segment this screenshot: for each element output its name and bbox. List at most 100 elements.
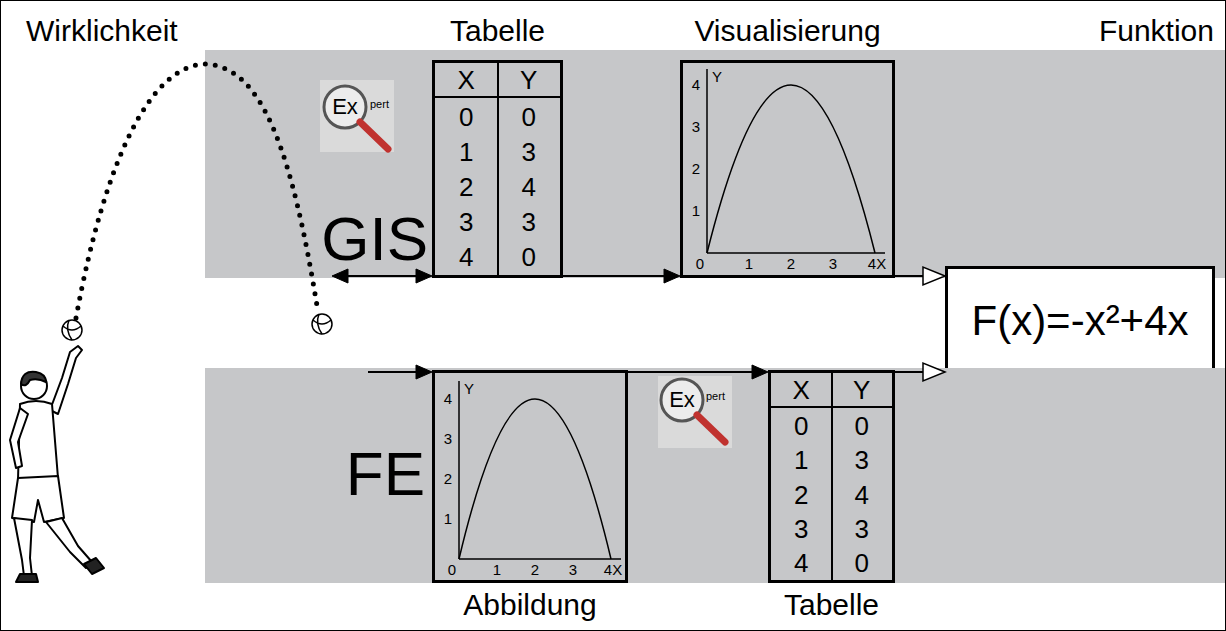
table-cell-holder: 3 xyxy=(855,446,869,475)
tick-label: 4 xyxy=(444,390,452,407)
table-cell: 4 xyxy=(855,479,869,509)
table-cell: X xyxy=(793,375,810,405)
tick-label-holder: 2 xyxy=(787,256,795,273)
chart-heading-holder: Abbildung xyxy=(463,588,596,621)
tick-label: 4 xyxy=(692,76,700,93)
parabola-curve xyxy=(707,85,875,253)
value-table: XY0013243340Tabelle xyxy=(768,370,895,583)
volleyball xyxy=(312,314,332,334)
icon-text: Ex xyxy=(332,94,358,119)
tick-label: 3 xyxy=(444,430,452,447)
table-heading-holder: Tabelle xyxy=(450,14,545,47)
tick-label-holder: 2 xyxy=(531,562,539,579)
column-heading: Wirklichkeit xyxy=(26,14,178,47)
table-cell-holder: 3 xyxy=(522,208,536,237)
table-cell-holder: Y xyxy=(853,376,870,405)
icon-text: pert xyxy=(370,98,389,110)
tick-label: 2 xyxy=(531,561,539,578)
tick-label: 3 xyxy=(829,255,837,272)
table-cell: 2 xyxy=(794,479,808,509)
table-cell-holder: 1 xyxy=(459,138,473,167)
table-cell-holder: 0 xyxy=(522,102,536,131)
table-cell: 1 xyxy=(459,137,473,167)
table-cell-holder: 3 xyxy=(522,138,536,167)
tick-label: 4X xyxy=(604,561,622,578)
table-cell: 3 xyxy=(459,207,473,237)
tick-label-holder: 1 xyxy=(745,256,753,273)
chart-heading: Abbildung xyxy=(463,588,596,621)
tick-label-holder: 2 xyxy=(692,161,700,178)
tick-label: 3 xyxy=(569,561,577,578)
tick-label: 1 xyxy=(493,561,501,578)
tick-label-holder: 3 xyxy=(692,119,700,136)
table-cell: 0 xyxy=(855,411,869,441)
tick-label: 1 xyxy=(444,510,452,527)
table-cell: 0 xyxy=(855,548,869,578)
table-cell: 0 xyxy=(522,101,536,131)
tick-label: Y xyxy=(464,380,474,397)
function-formula: F(x)=-x²+4x xyxy=(971,297,1188,344)
table-heading: Tabelle xyxy=(784,588,879,621)
table-cell: 3 xyxy=(522,207,536,237)
volleyball xyxy=(62,320,82,340)
table-cell-holder: X xyxy=(793,376,810,405)
table-cell-holder: 0 xyxy=(459,102,473,131)
tick-label-holder: 2 xyxy=(444,471,452,488)
table-cell-holder: 4 xyxy=(855,480,869,509)
tick-label: 3 xyxy=(692,118,700,135)
icon-text-holder: Ex xyxy=(332,95,358,119)
tick-label-holder: 4X xyxy=(604,562,622,579)
tick-label: 4X xyxy=(868,255,886,272)
tick-label-holder: 0 xyxy=(696,256,704,273)
icon-text: pert xyxy=(706,390,725,402)
table-heading-holder: Tabelle xyxy=(784,588,879,621)
x-axis xyxy=(459,558,621,560)
table-cell: 4 xyxy=(794,548,808,578)
table-heading: Tabelle xyxy=(450,14,545,47)
tick-label-holder: 4 xyxy=(692,77,700,94)
table-cell-holder: 2 xyxy=(794,480,808,509)
table-cell-holder: 1 xyxy=(794,446,808,475)
x-axis xyxy=(707,252,885,254)
table-cell-holder: X xyxy=(458,66,475,95)
table-cell: 4 xyxy=(459,242,473,272)
table-cell-holder: 0 xyxy=(522,243,536,272)
table-cell-holder: 4 xyxy=(522,173,536,202)
tick-label: 2 xyxy=(692,160,700,177)
table-cell-holder: 3 xyxy=(459,208,473,237)
chart-plot xyxy=(435,373,625,580)
band-label: FE xyxy=(346,439,425,508)
table-rule xyxy=(831,373,833,580)
y-axis xyxy=(458,381,460,559)
table-cell: 3 xyxy=(855,513,869,543)
table-cell: X xyxy=(458,65,475,95)
volleyball-player xyxy=(10,346,104,582)
table-rule xyxy=(497,63,499,275)
expert-icon xyxy=(658,376,732,448)
function-box: F(x)=-x²+4x xyxy=(945,266,1215,376)
table-cell-holder: 0 xyxy=(794,412,808,441)
parabola-curve xyxy=(459,399,611,559)
value-table: TabelleXY0013243340 xyxy=(432,60,563,278)
tick-label-holder: 3 xyxy=(444,431,452,448)
arrow-line xyxy=(895,275,923,277)
band-label-holder: FE xyxy=(346,440,425,508)
tick-label: 1 xyxy=(692,202,700,219)
tick-label-holder: Y xyxy=(464,381,474,398)
tick-label: Y xyxy=(712,68,722,85)
expert-icon xyxy=(320,80,394,152)
table-cell: Y xyxy=(520,65,537,95)
tick-label: 2 xyxy=(444,470,452,487)
table-cell-holder: 0 xyxy=(855,549,869,578)
tick-label-holder: 4 xyxy=(444,391,452,408)
chart-heading-holder: Visualisierung xyxy=(694,14,880,47)
tick-label: 2 xyxy=(787,255,795,272)
arrow-line xyxy=(628,371,752,373)
arrow-line xyxy=(895,371,923,373)
table-cell: 0 xyxy=(794,411,808,441)
band-label: GIS xyxy=(321,204,428,273)
table-cell-holder: 0 xyxy=(855,412,869,441)
tick-label-holder: 1 xyxy=(493,562,501,579)
tick-label-holder: 1 xyxy=(692,203,700,220)
column-heading-holder: Wirklichkeit xyxy=(26,14,178,47)
